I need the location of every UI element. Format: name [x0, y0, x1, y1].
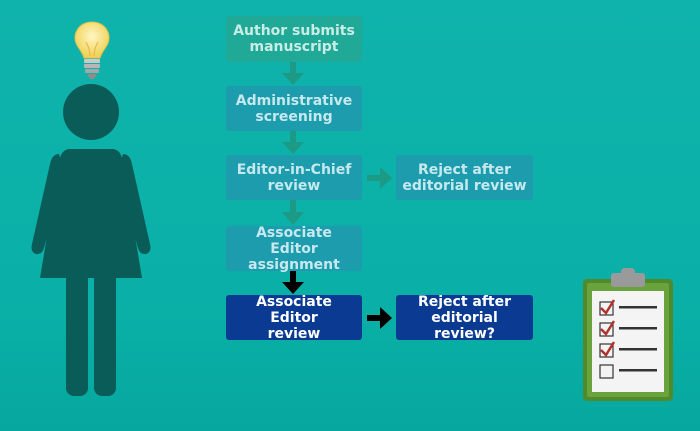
step-editor-in-chief-review: Editor-in-Chief review	[226, 155, 362, 200]
reject-after-editorial-review-question: Reject after editorial review?	[396, 294, 533, 342]
step-associate-editor-assignment: Associate Editor assignment	[226, 225, 362, 273]
clipboard-checklist-icon	[583, 268, 673, 401]
arrow-right-1	[367, 167, 392, 189]
step-administrative-screening: Administrative screening	[226, 86, 362, 131]
step-author-submits: Author submits manuscript	[226, 16, 362, 62]
step-associate-editor-review: Associate Editor review	[226, 294, 362, 342]
reject-after-editorial-review: Reject after editorial review	[396, 155, 533, 200]
arrow-down-3	[282, 200, 304, 225]
arrow-down-2	[282, 131, 304, 154]
arrow-down-1	[282, 62, 304, 85]
arrow-right-2	[367, 307, 392, 329]
arrow-down-4	[282, 271, 304, 294]
woman-figure-icon	[31, 84, 151, 396]
lightbulb-icon	[74, 21, 110, 79]
